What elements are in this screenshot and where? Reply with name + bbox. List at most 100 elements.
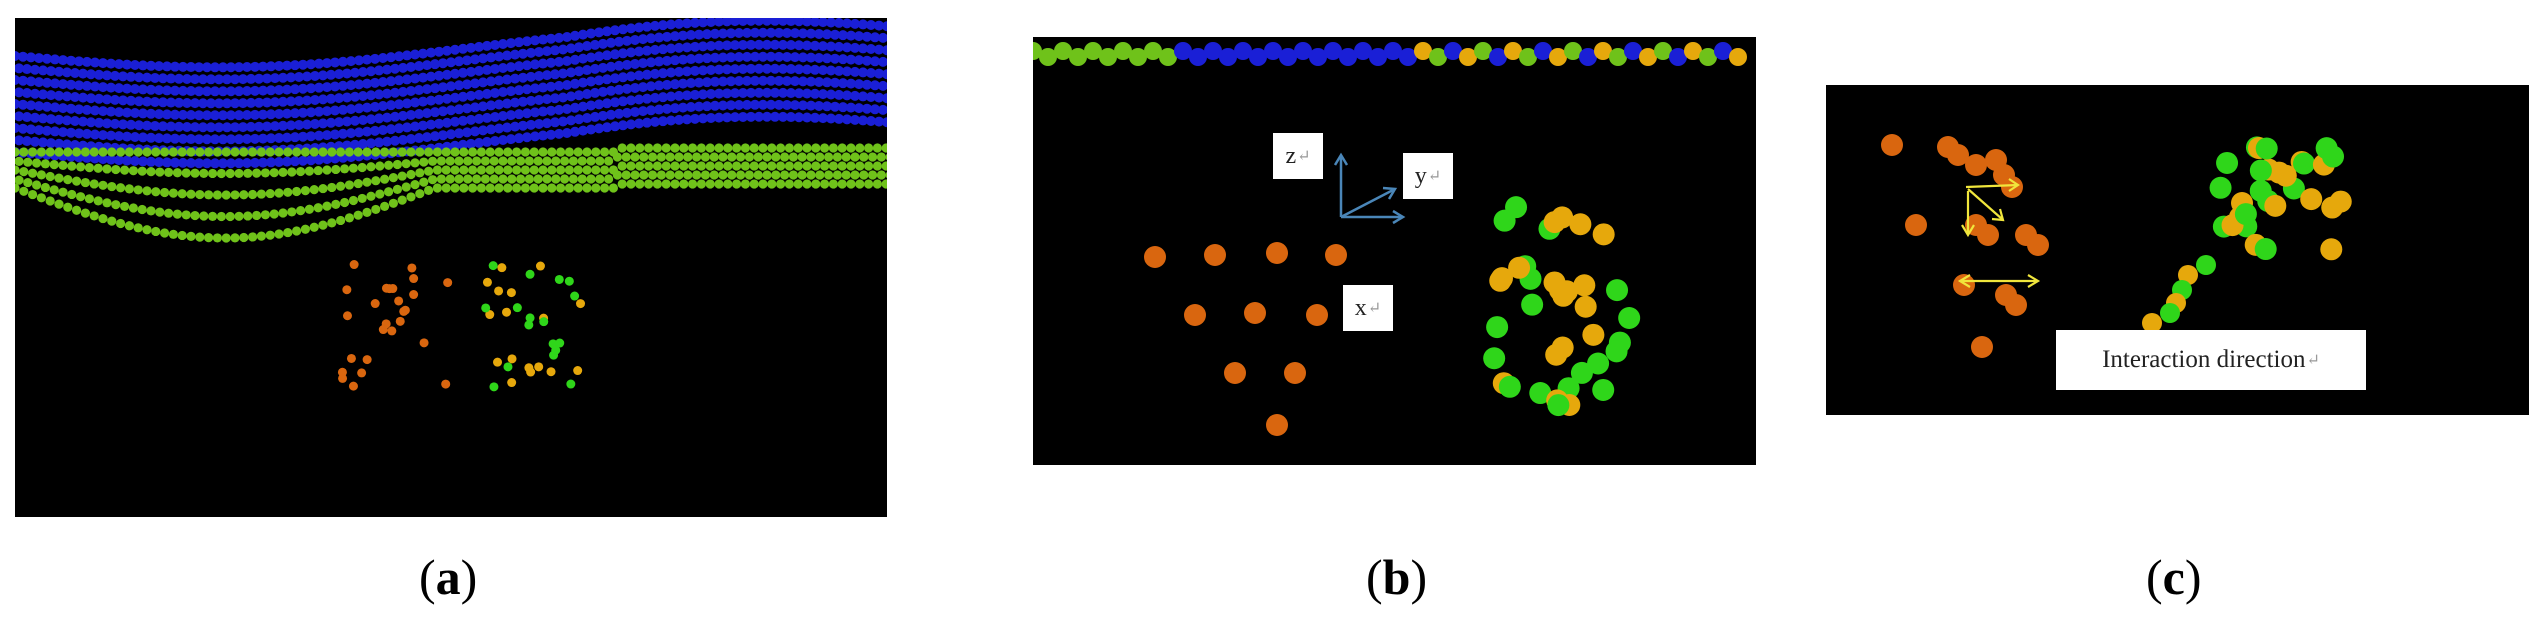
blue-particle: [634, 46, 644, 57]
orange-particle: [1306, 304, 1328, 326]
blue-particle: [294, 119, 304, 130]
top-row-particle: [1219, 48, 1237, 66]
blue-particle: [326, 69, 336, 80]
blue-particle: [846, 54, 856, 65]
green-particle: [216, 211, 226, 222]
green-particle: [384, 187, 394, 197]
mixed-particle: [503, 362, 513, 372]
green-particle: [885, 171, 887, 179]
blue-particle: [98, 58, 108, 69]
blue-particle: [458, 91, 468, 102]
blue-particle: [882, 21, 887, 32]
blue-particle: [250, 61, 260, 72]
green-particle: [503, 147, 513, 157]
green-particle: [208, 168, 218, 179]
green-particle: [551, 156, 561, 166]
blue-particle: [178, 85, 188, 96]
blue-particle: [742, 51, 752, 62]
green-particle: [573, 165, 583, 175]
blue-particle: [370, 77, 380, 88]
blue-particle: [322, 106, 332, 117]
blue-particle: [750, 75, 760, 86]
blue-particle: [262, 97, 272, 108]
mixed-particle: [512, 303, 522, 313]
orange-particle: [443, 278, 453, 288]
green-particle: [177, 230, 187, 241]
blue-particle: [786, 18, 796, 27]
green-particle: [256, 231, 266, 241]
blue-particle: [122, 59, 132, 70]
blue-particle: [602, 74, 612, 85]
blue-particle: [358, 139, 368, 150]
blue-particle: [730, 40, 740, 51]
green-particle: [723, 161, 733, 171]
green-particle: [357, 162, 367, 173]
green-particle: [164, 167, 174, 178]
blue-particle: [446, 129, 456, 140]
green-particle: [331, 199, 341, 209]
blue-particle: [866, 19, 876, 30]
blue-particle: [438, 82, 448, 93]
blue-particle: [130, 84, 140, 95]
blue-particle: [258, 109, 268, 120]
green-particle: [406, 169, 416, 180]
green-particle: [283, 227, 293, 238]
green-particle: [661, 179, 671, 189]
blue-particle: [858, 91, 868, 102]
green-particle: [538, 183, 548, 193]
blue-particle: [546, 129, 556, 140]
blue-particle: [186, 134, 196, 145]
blue-particle: [178, 61, 188, 72]
green-particle: [604, 156, 614, 166]
green-particle: [63, 147, 73, 157]
blue-particle: [238, 98, 248, 109]
blue-particle: [218, 158, 228, 169]
green-particle: [696, 143, 707, 153]
green-particle: [287, 207, 297, 217]
green-particle: [688, 143, 698, 153]
blue-particle: [74, 104, 84, 115]
blue-particle: [186, 110, 196, 121]
blue-particle: [478, 125, 488, 136]
blue-particle: [498, 63, 508, 74]
blue-particle: [806, 28, 816, 39]
green-particle: [846, 179, 856, 189]
blue-particle: [570, 126, 580, 137]
blue-particle: [194, 86, 204, 97]
mixed-particle: [2254, 238, 2277, 261]
blue-particle: [682, 18, 692, 29]
green-particle: [679, 179, 689, 189]
green-particle: [749, 161, 759, 171]
blue-particle: [622, 59, 632, 70]
blue-particle: [262, 73, 272, 84]
green-particle: [111, 200, 121, 210]
blue-particle: [602, 98, 612, 109]
blue-particle: [274, 84, 284, 95]
blue-particle: [154, 61, 164, 72]
blue-particle: [610, 49, 620, 60]
blue-particle: [774, 51, 784, 62]
blue-particle: [98, 154, 108, 165]
blue-particle: [782, 99, 792, 110]
green-particle: [309, 147, 319, 157]
green-particle: [212, 147, 222, 157]
blue-particle: [658, 68, 668, 79]
blue-particle: [554, 128, 564, 139]
blue-particle: [702, 77, 712, 88]
blue-particle: [30, 136, 40, 147]
orange-particle: [1144, 246, 1166, 268]
green-particle: [749, 143, 759, 153]
blue-particle: [650, 92, 660, 103]
blue-particle: [590, 63, 600, 74]
blue-particle: [350, 91, 360, 102]
blue-particle: [670, 55, 680, 66]
blue-particle: [534, 46, 544, 57]
green-particle: [362, 147, 372, 157]
green-particle: [353, 178, 363, 189]
blue-particle: [714, 112, 724, 123]
orange-particle: [409, 274, 419, 284]
green-particle: [644, 143, 654, 153]
green-particle: [256, 147, 266, 157]
blue-particle: [166, 73, 176, 84]
orange-particle: [409, 290, 419, 300]
